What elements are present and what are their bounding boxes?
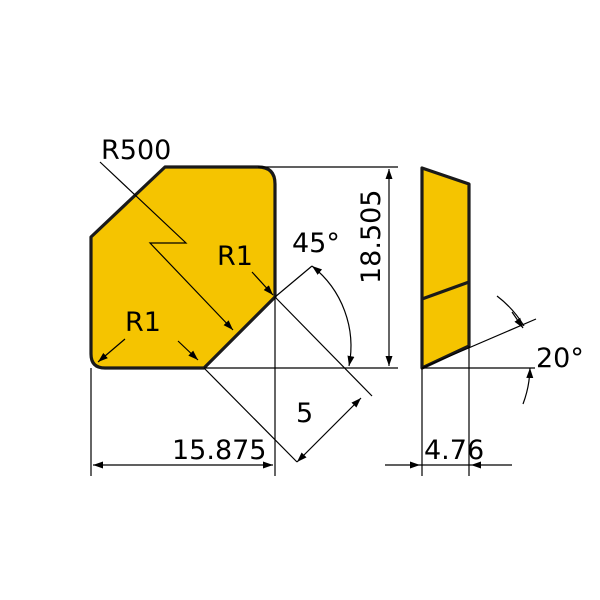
chamfer-label: 5 — [296, 398, 313, 429]
r500-leader — [99, 161, 234, 331]
r500-label: R500 — [101, 135, 171, 166]
angle-20-arc-lower — [522, 367, 534, 405]
angle-20-arc — [496, 295, 525, 327]
side-view-chip-line — [421, 280, 470, 301]
angle-20-label: 20° — [536, 343, 584, 374]
thickness-label: 4.76 — [424, 435, 484, 466]
r1-lower-label: R1 — [125, 307, 161, 338]
r1-upper-label: R1 — [217, 241, 253, 272]
r1-upper-leader — [251, 271, 274, 296]
r1-lower-leader — [97, 338, 126, 363]
angle-20-arrow-top — [511, 311, 524, 329]
insert-side-view — [420, 166, 471, 370]
height-label: 18.505 — [356, 190, 387, 284]
angle-45-leader — [274, 265, 313, 298]
chamfer-dimension-line — [296, 397, 362, 463]
r1-lower-leader-tail — [177, 340, 199, 361]
angle-45-label: 45° — [292, 228, 340, 259]
angle-45-arc — [311, 265, 355, 367]
leader-lines — [97, 161, 274, 363]
width-label: 15.875 — [172, 435, 266, 466]
